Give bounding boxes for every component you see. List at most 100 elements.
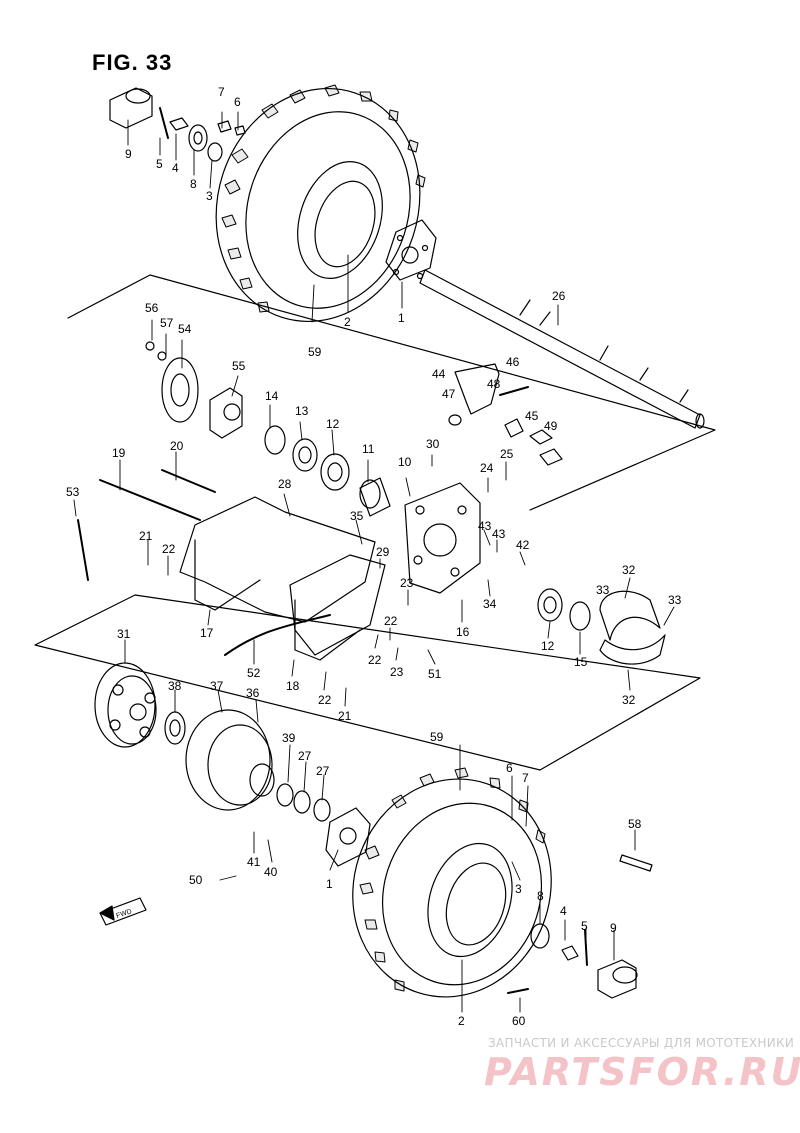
callout-20: 20 — [170, 439, 184, 453]
callout-30: 30 — [426, 437, 440, 451]
caliper-bracket — [448, 363, 563, 466]
callout-27: 27 — [298, 749, 312, 763]
callout-6: 6 — [506, 761, 513, 775]
callout-14: 14 — [265, 389, 279, 403]
carrier-plate — [404, 482, 481, 594]
callout-28: 28 — [278, 477, 292, 491]
callout-59: 59 — [308, 345, 322, 359]
leader-lines — [73, 111, 675, 1013]
callout-60: 60 — [512, 1014, 526, 1028]
callout-22: 22 — [368, 653, 382, 667]
callout-25: 25 — [500, 447, 514, 461]
watermark-logo: PARTSFOR.RU — [484, 1050, 800, 1094]
callout-29: 29 — [376, 545, 390, 559]
callout-46: 46 — [506, 355, 520, 369]
callout-19: 19 — [112, 446, 126, 460]
callout-1: 1 — [326, 877, 333, 891]
callout-8: 8 — [537, 889, 544, 903]
bearing-stack — [264, 425, 391, 517]
callout-11: 11 — [362, 442, 375, 456]
callout-36: 36 — [246, 686, 260, 700]
fwd-arrow: FWD — [99, 897, 147, 926]
callout-22: 22 — [384, 614, 398, 628]
callout-3: 3 — [515, 882, 522, 896]
callout-54: 54 — [178, 322, 192, 336]
callout-41: 41 — [247, 855, 261, 869]
group-outline-lower — [34, 594, 701, 771]
callout-53: 53 — [66, 485, 80, 499]
callout-22: 22 — [162, 542, 176, 556]
group-outline-hub — [67, 274, 716, 511]
callout-12: 12 — [541, 639, 555, 653]
callout-27: 27 — [316, 764, 330, 778]
watermark-caption: ЗАПЧАСТИ И АКСЕССУАРЫ ДЛЯ МОТОТЕХНИКИ — [488, 1036, 795, 1050]
callout-21: 21 — [139, 529, 153, 543]
callout-7: 7 — [218, 85, 225, 99]
callout-58: 58 — [628, 817, 642, 831]
callout-12: 12 — [326, 417, 340, 431]
sprocket-assembly — [145, 341, 243, 439]
callout-56: 56 — [145, 301, 159, 315]
callout-55: 55 — [232, 359, 246, 373]
callout-45: 45 — [525, 409, 539, 423]
callout-59: 59 — [430, 730, 444, 744]
callout-6: 6 — [234, 95, 241, 109]
callout-24: 24 — [480, 461, 494, 475]
callout-40: 40 — [264, 865, 278, 879]
callout-3: 3 — [206, 189, 213, 203]
callout-8: 8 — [190, 177, 197, 191]
callout-17: 17 — [200, 626, 214, 640]
callout-21: 21 — [338, 709, 352, 723]
callout-4: 4 — [560, 904, 567, 918]
callout-33: 33 — [596, 583, 610, 597]
callout-39: 39 — [282, 731, 296, 745]
callout-9: 9 — [610, 921, 617, 935]
callout-1: 1 — [398, 311, 405, 325]
callout-31: 31 — [117, 627, 131, 641]
callout-10: 10 — [398, 455, 412, 469]
top-wheel — [215, 84, 437, 323]
callout-9: 9 — [125, 147, 132, 161]
spacer-set — [276, 783, 331, 822]
callout-32: 32 — [622, 563, 636, 577]
top-hardware — [109, 87, 246, 162]
callout-26: 26 — [552, 289, 566, 303]
swingarm-frame — [77, 469, 386, 661]
brake-shoe-assembly — [537, 588, 666, 665]
callout-15: 15 — [574, 655, 588, 669]
callout-42: 42 — [516, 538, 530, 552]
callout-50: 50 — [189, 873, 203, 887]
callout-51: 51 — [428, 667, 442, 681]
callout-48: 48 — [487, 377, 501, 391]
callout-43: 43 — [478, 519, 492, 533]
callout-33: 33 — [668, 593, 682, 607]
fwd-label: FWD — [115, 908, 132, 920]
callout-52: 52 — [247, 666, 261, 680]
figure-title: FIG. 33 — [92, 50, 173, 75]
callout-13: 13 — [295, 404, 309, 418]
callout-5: 5 — [581, 919, 588, 933]
callout-18: 18 — [286, 679, 300, 693]
callout-4: 4 — [172, 161, 179, 175]
callout-16: 16 — [456, 625, 470, 639]
bottom-wheel — [325, 767, 653, 999]
callout-49: 49 — [544, 419, 558, 433]
callout-35: 35 — [350, 509, 364, 523]
callout-32: 32 — [622, 693, 636, 707]
callout-37: 37 — [210, 679, 224, 693]
callout-5: 5 — [156, 157, 163, 171]
callout-44: 44 — [432, 367, 446, 381]
callout-34: 34 — [483, 597, 497, 611]
callout-38: 38 — [168, 679, 182, 693]
callout-22: 22 — [318, 693, 332, 707]
callout-43: 43 — [492, 527, 506, 541]
callouts: 9 5 4 8 3 7 6 59 2 1 26 56 57 54 55 44 4… — [66, 85, 682, 1028]
callout-23: 23 — [400, 576, 414, 590]
callout-2: 2 — [458, 1014, 465, 1028]
rear-axle — [419, 269, 705, 429]
callout-23: 23 — [390, 665, 404, 679]
callout-2: 2 — [344, 315, 351, 329]
callout-47: 47 — [442, 387, 456, 401]
